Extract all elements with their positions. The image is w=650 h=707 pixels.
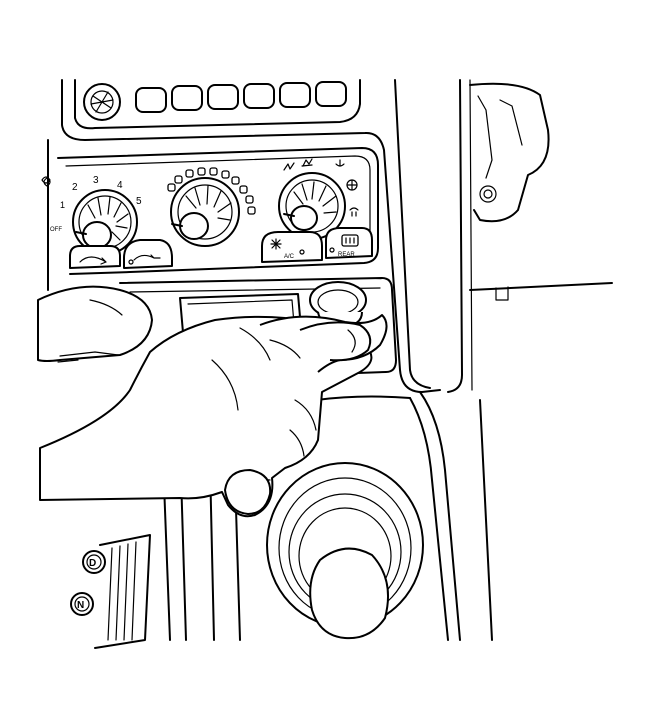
- recirculation-button[interactable]: [69, 245, 121, 269]
- top-switch-row: [83, 81, 347, 121]
- switch-blank-1[interactable]: [135, 87, 167, 113]
- ac-snowflake-icon: [270, 238, 282, 250]
- fan-speed-label-3: 3: [93, 175, 99, 186]
- switch-blank-6[interactable]: [315, 81, 347, 107]
- mode-knob[interactable]: [278, 172, 346, 240]
- vent-icon: [283, 162, 295, 171]
- ac-button[interactable]: A/C: [261, 231, 323, 263]
- floor-heat-icon: [301, 158, 313, 167]
- fan-icon: [41, 176, 51, 187]
- ac-button-label: A/C: [284, 254, 295, 260]
- svg-text:D: D: [89, 558, 96, 569]
- gear-indicator-d: D: [82, 550, 106, 574]
- rear-defog-icon: [341, 234, 359, 247]
- gear-indicator-strip: D N: [70, 534, 151, 649]
- rear-defog-button[interactable]: REAR: [325, 227, 373, 259]
- dashboard-bezel: [47, 79, 613, 393]
- rear-button-label: REAR: [338, 252, 355, 258]
- gear-shift-boot[interactable]: [266, 462, 424, 640]
- technician-hand: [37, 285, 388, 518]
- fan-speed-label-2: 2: [72, 182, 78, 193]
- defrost-icon: [335, 159, 345, 167]
- fan-speed-knob[interactable]: [72, 189, 138, 255]
- fan-speed-label-1: 1: [60, 200, 65, 210]
- fan-speed-label-5: 5: [136, 196, 142, 207]
- temperature-knob[interactable]: [170, 177, 240, 247]
- gear-indicator-n: N: [70, 592, 94, 616]
- outside-air-button[interactable]: [123, 239, 173, 269]
- hvac-control-panel: 1 2 3 4 5 OFF: [41, 147, 379, 275]
- switch-blank-2[interactable]: [171, 85, 203, 111]
- rear-defog-small-icon: [349, 207, 359, 217]
- fan-speed-label-4: 4: [117, 180, 123, 191]
- switch-blank-5[interactable]: [279, 82, 311, 108]
- switch-blank-4[interactable]: [243, 83, 275, 109]
- rotary-knob-small[interactable]: [83, 83, 121, 121]
- temperature-scale-dots: [167, 167, 256, 215]
- fan-speed-label-off: OFF: [50, 227, 62, 233]
- switch-blank-3[interactable]: [207, 84, 239, 110]
- svg-text:N: N: [77, 600, 84, 611]
- windshield-heat-icon: [346, 179, 358, 191]
